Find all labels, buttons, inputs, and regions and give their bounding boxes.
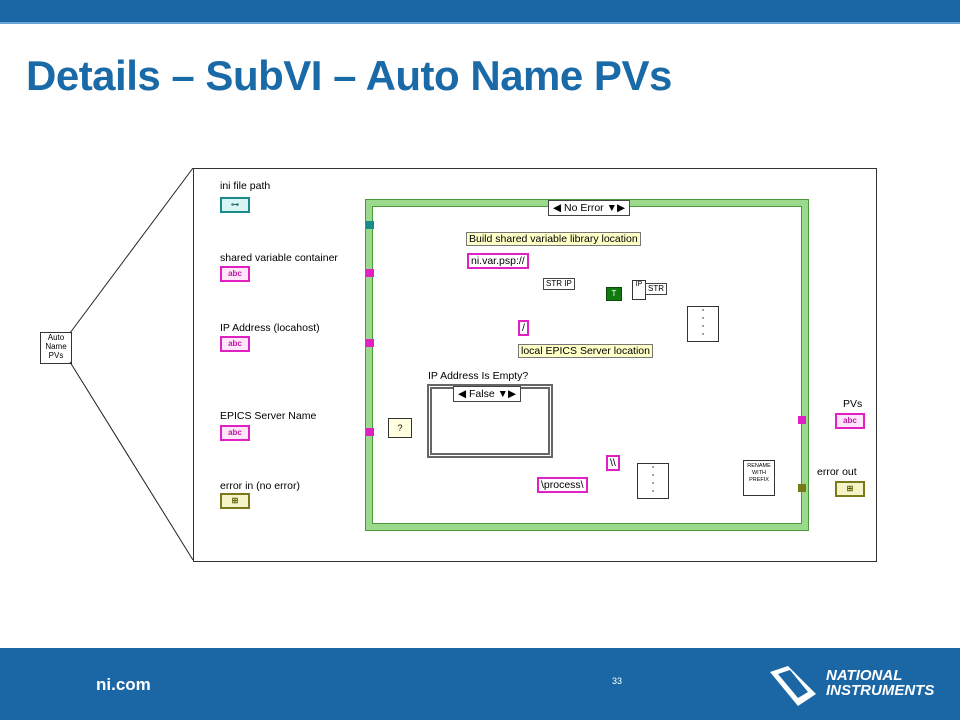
pvs-label: PVs	[843, 398, 863, 410]
ini-file-path-terminal[interactable]: ⊶	[220, 197, 250, 213]
slash-constant[interactable]: /	[518, 320, 529, 336]
top-banner	[0, 0, 960, 24]
outer-case-structure[interactable]	[365, 199, 809, 531]
ip-node-label: IP	[635, 281, 643, 288]
slide-title: Details – SubVI – Auto Name PVs	[26, 52, 672, 99]
path-tunnel	[366, 221, 374, 229]
auto-name-pvs-node[interactable]: Auto Name PVs	[40, 332, 72, 364]
inner-case-label: IP Address Is Empty?	[428, 370, 529, 382]
str-node[interactable]: STR	[645, 283, 667, 295]
pvs-indicator[interactable]: abc	[835, 413, 865, 429]
ip-tunnel	[366, 339, 374, 347]
ip-address-terminal[interactable]: abc	[220, 336, 250, 352]
build-path-node-2[interactable]: ▫▫▫▫	[637, 463, 669, 499]
error-in-label: error in (no error)	[220, 480, 300, 492]
node-label: Auto Name PVs	[45, 333, 67, 360]
ini-file-path-label: ini file path	[220, 180, 271, 192]
empty-string-check-node[interactable]: ?	[388, 418, 412, 438]
epics-location-comment: local EPICS Server location	[518, 344, 653, 358]
process-constant[interactable]: \process\	[537, 477, 588, 493]
epics-tunnel	[366, 428, 374, 436]
inner-case-selector[interactable]: ◀ False ▼▶	[453, 386, 522, 402]
container-tunnel	[366, 269, 374, 277]
error-out-indicator[interactable]: ⊞	[835, 481, 865, 497]
psp-constant[interactable]: ni.var.psp://	[467, 253, 529, 269]
shared-variable-container-label: shared variable container	[220, 252, 338, 264]
error-out-label: error out	[817, 466, 857, 478]
backslash-constant[interactable]: \\	[606, 455, 620, 471]
footer-site: ni.com	[96, 675, 151, 694]
logo-line-1: NATIONAL	[826, 667, 903, 684]
epics-server-name-label: EPICS Server Name	[220, 410, 317, 422]
logo-line-2: INSTRUMENTS	[826, 682, 935, 699]
ip-address-label: IP Address (locahost)	[220, 322, 320, 334]
shared-variable-container-terminal[interactable]: abc	[220, 266, 250, 282]
inner-case-selector-value: False	[469, 388, 495, 400]
page-number: 33	[612, 676, 623, 686]
pvs-tunnel	[798, 416, 806, 424]
build-path-node-1[interactable]: ▫▫▫▫	[687, 306, 719, 342]
true-constant[interactable]: T	[606, 287, 622, 301]
outer-case-selector[interactable]: ◀ No Error ▼▶	[548, 200, 631, 216]
error-tunnel	[798, 484, 806, 492]
ni-eagle-logo-icon	[768, 664, 818, 708]
inner-case-structure[interactable]	[427, 384, 553, 458]
str-ip-node[interactable]: STR IP	[543, 278, 575, 290]
rename-with-prefix-subvi[interactable]: RENAME WITH PREFIX	[743, 460, 775, 496]
error-in-terminal[interactable]: ⊞	[220, 493, 250, 509]
build-location-comment: Build shared variable library location	[466, 232, 641, 246]
ip-node[interactable]: IP	[632, 280, 646, 300]
epics-server-name-terminal[interactable]: abc	[220, 425, 250, 441]
ni-logo-text: NATIONAL INSTRUMENTS	[826, 668, 934, 698]
outer-case-selector-value: No Error	[564, 202, 604, 214]
